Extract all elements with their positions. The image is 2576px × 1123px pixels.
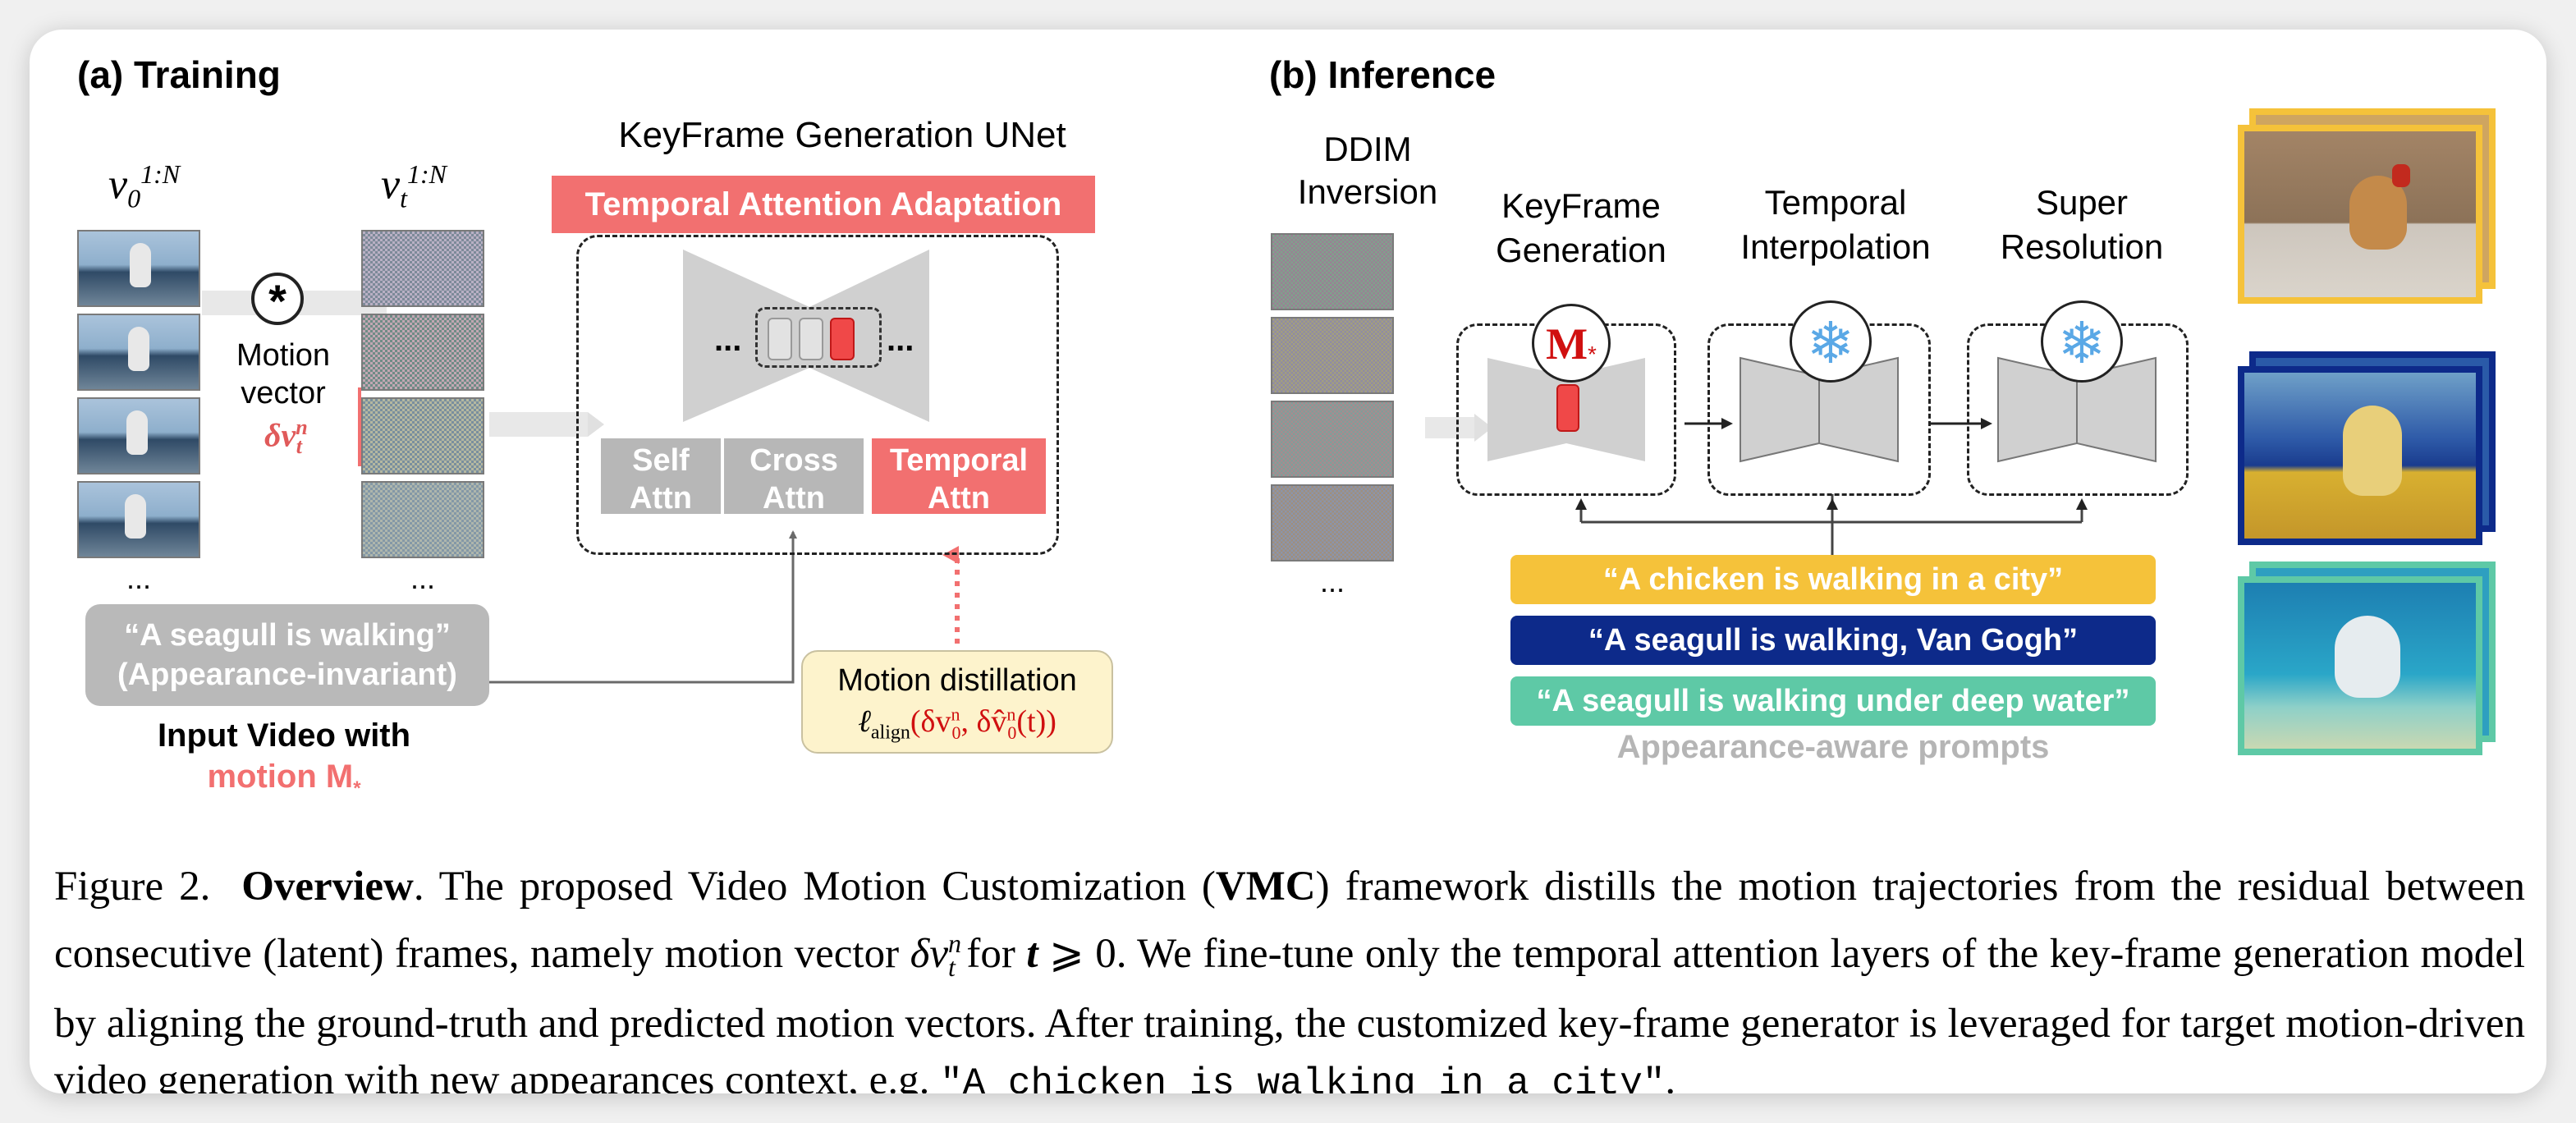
frozen-snowflake-icon: ❄ <box>2041 300 2123 383</box>
distill-title: Motion distillation <box>837 663 1077 698</box>
noisy-frame-1 <box>361 230 484 307</box>
output-water-frame <box>2238 576 2482 755</box>
output-chicken-frame <box>2238 125 2482 304</box>
caption-text-1: . The proposed Video Motion Customizatio… <box>413 864 1216 910</box>
v0-label: v01:N <box>108 159 181 213</box>
input-frame-4 <box>77 481 200 558</box>
ddim-frame-2 <box>1271 317 1394 394</box>
training-title: (a) Training <box>77 53 281 96</box>
noisy-frame-2 <box>361 314 484 391</box>
caption-text-4: ⩾ 0. We fine-tune only the temporal atte… <box>54 931 2525 1093</box>
temporal-attention-adaptation: Temporal Attention Adaptation <box>552 176 1095 233</box>
caption-text-5: . <box>1665 1057 1676 1093</box>
input-video-label: Input Video with <box>157 717 411 754</box>
figure-card: (a) Training v01:N vt1:N ... * ... Motio… <box>30 30 2546 1093</box>
connectors <box>202 291 2088 684</box>
input-frame-3 <box>77 397 200 474</box>
ellipsis-noisy: ... <box>410 562 435 595</box>
caption-t-var: t <box>1026 931 1038 977</box>
caption-overview: Overview <box>241 864 414 910</box>
vt-label: vt1:N <box>381 159 447 213</box>
frozen-snowflake-icon: ❄ <box>1790 300 1872 383</box>
output-vangogh-frame <box>2238 366 2482 545</box>
ddim-frame-1 <box>1271 233 1394 310</box>
input-frame-2 <box>77 314 200 391</box>
figure-diagram: (a) Training v01:N vt1:N ... * ... Motio… <box>30 30 2546 850</box>
input-video-motion: motion M* <box>207 759 361 800</box>
caption-example-prompt: "A chicken is walking in a city" <box>940 1062 1666 1093</box>
unet-dots-left: ... <box>714 322 742 358</box>
appearance-aware-caption: Appearance-aware prompts <box>1616 729 2050 765</box>
input-frame-1 <box>77 230 200 307</box>
training-prompt: “A seagull is walking” (Appearance-invar… <box>85 604 489 706</box>
noisy-frame-3 <box>361 397 484 474</box>
ellipsis-input: ... <box>126 562 151 595</box>
caption-vmc: VMC <box>1215 864 1316 910</box>
prompt-van-gogh: “A seagull is walking, Van Gogh” <box>1510 616 2156 665</box>
inference-title: (b) Inference <box>1269 53 1497 96</box>
ellipsis-ddim: ... <box>1319 565 1345 598</box>
caption-fig-no: Figure 2. <box>54 864 211 910</box>
caption-text-3: for <box>955 931 1027 977</box>
motion-m-icon: M* <box>1532 304 1611 383</box>
convolution-icon: * <box>251 273 304 327</box>
distill-loss: ℓalign(δvn0, δv̂n0(t)) <box>858 704 1057 744</box>
noisy-frame-4 <box>361 481 484 558</box>
ddim-frame-3 <box>1271 401 1394 478</box>
prompt-chicken: “A chicken is walking in a city” <box>1510 555 2156 604</box>
unet-dots-right: ... <box>887 322 914 358</box>
motion-distillation-box: Motion distillation ℓalign(δvn0, δv̂n0(t… <box>801 650 1113 754</box>
unet-title: KeyFrame Generation UNet <box>618 115 1066 155</box>
motion-vector-symbol: δvnt <box>264 415 308 459</box>
ddim-frame-4 <box>1271 484 1394 562</box>
caption-motion-vector: δvnt <box>910 928 961 983</box>
unet-container <box>576 235 1059 555</box>
prompt-deep-water: “A seagull is walking under deep water” <box>1510 676 2156 726</box>
figure-caption: Figure 2. Overview. The proposed Video M… <box>54 859 2525 1093</box>
caption-text-2: ) framework distills the motion trajecto… <box>54 864 2526 977</box>
tuned-temporal-layer <box>1556 384 1579 432</box>
attention-layer-group <box>755 307 882 368</box>
